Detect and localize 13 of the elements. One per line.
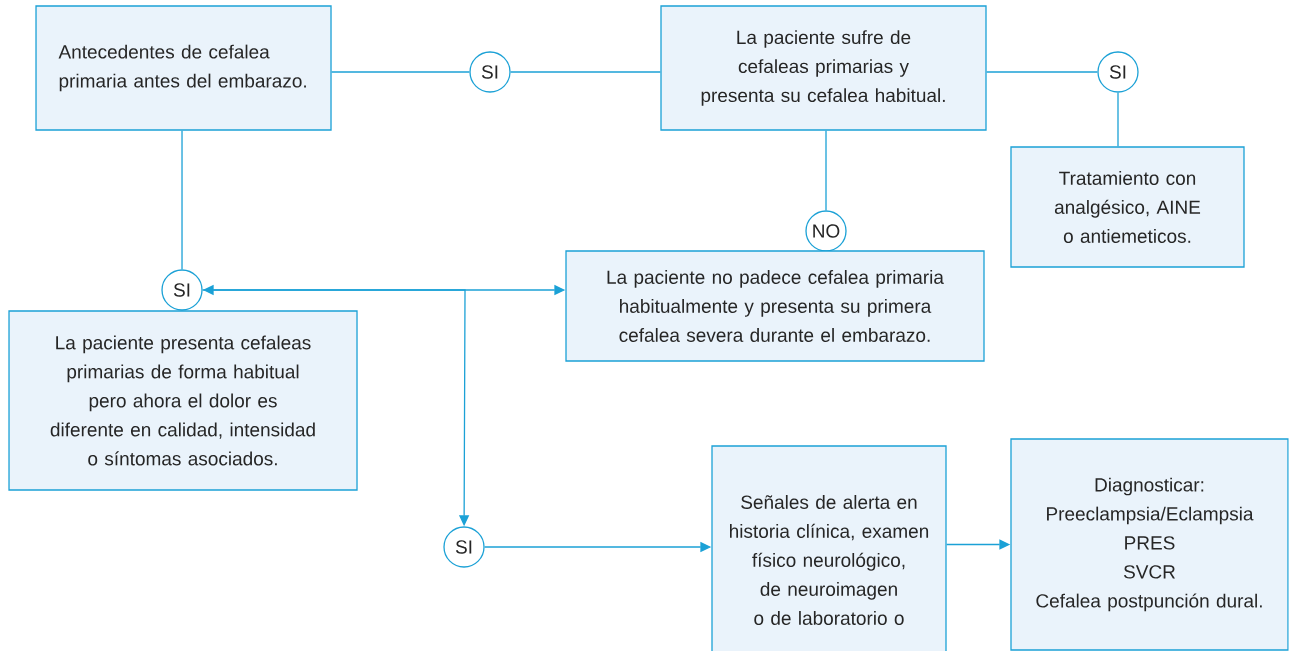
process-box: Tratamiento con analgésico, AINE o antiemeticos. bbox=[1010, 146, 1245, 268]
connector-line bbox=[986, 71, 1098, 73]
connector-line bbox=[331, 71, 470, 73]
process-box: La paciente no padece cefalea primaria habitualmente y presenta su primera cefalea severa durante el embarazo. bbox=[565, 250, 985, 362]
connector-line bbox=[825, 130, 827, 211]
process-box: La paciente presenta cefaleas primarias de forma habitual pero ahora el dolor es diferente en calidad, intensidad o síntomas asociados. bbox=[8, 310, 358, 491]
process-box: Diagnosticar: Preeclampsia/Eclampsia PRES SVCR Cefalea postpunción dural. bbox=[1010, 438, 1289, 651]
process-box: Antecedentes de cefalea primaria antes del embarazo. bbox=[35, 5, 332, 131]
process-box: La paciente sufre de cefaleas primarias y presenta su cefalea habitual. bbox=[660, 5, 987, 131]
connector-line bbox=[1117, 92, 1119, 147]
connector-line bbox=[510, 71, 661, 73]
process-box: Señales de alerta en historia clínica, examen físico neurológico, de neuroimagen o de laboratorio o bbox=[711, 445, 947, 651]
connector-line bbox=[181, 130, 183, 270]
